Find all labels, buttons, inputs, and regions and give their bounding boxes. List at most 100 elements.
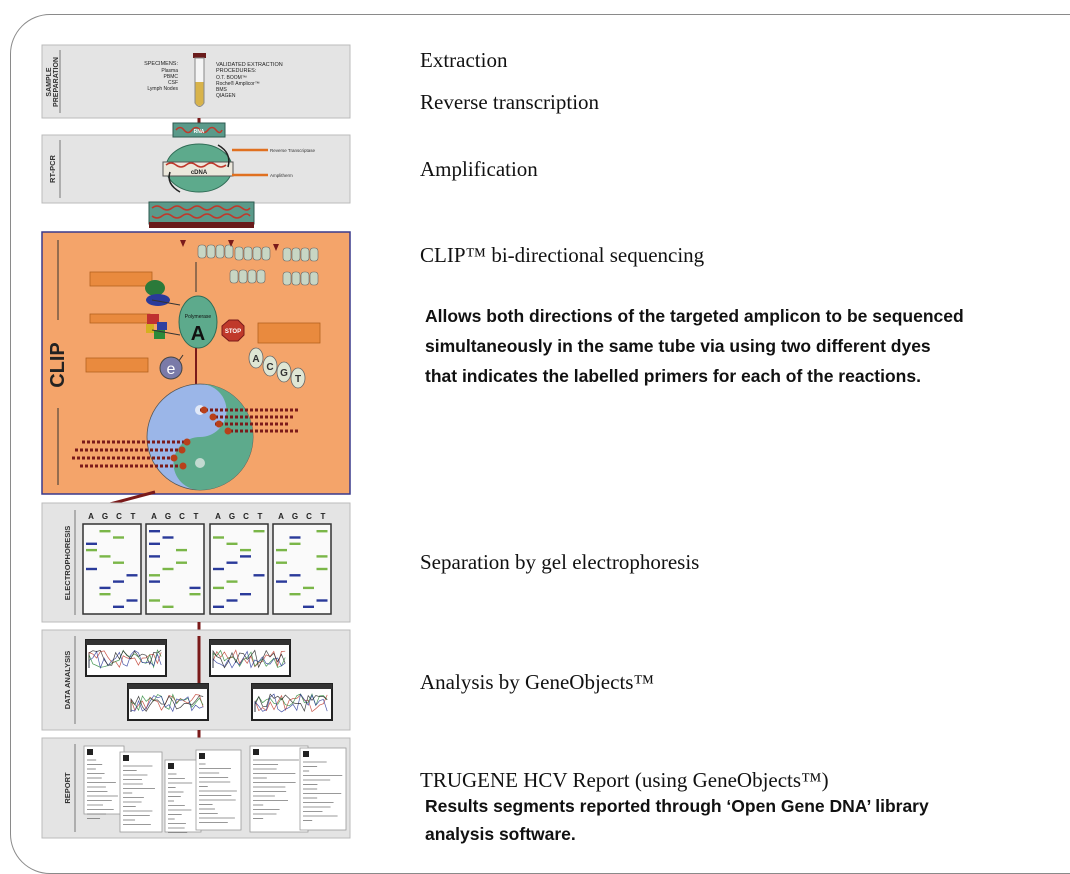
gel-band [316,555,328,558]
chromatogram-trace [130,695,204,712]
specimen-plasma: Plasma [161,68,178,74]
section-label-rtpcr: RT-PCR [48,154,57,183]
procedure-qiagen: QIAGEN [216,93,236,99]
svg-text:C: C [266,362,273,373]
report-page [195,749,242,831]
gel-band [226,542,238,545]
step-extraction: Extraction [420,48,508,72]
report-page [249,745,309,833]
report-page [164,759,202,833]
dye-e-icon: e [159,356,183,380]
report-description-line-2: analysis software. [425,824,576,844]
section-label-sample: SAMPLE [46,67,53,97]
gel-band [240,548,251,552]
gel-band [226,580,238,583]
step-report: TRUGENE HCV Report (using GeneObjects™) [420,768,829,792]
gel-band [162,567,174,571]
clip-description-line-1: Allows both directions of the targeted a… [425,306,964,326]
svg-text:A: A [252,354,259,365]
gel-band [86,548,97,552]
gel-lane-letter: A [278,512,284,521]
gel-band [86,542,97,545]
section-label-preparation: PREPARATION [53,57,60,107]
dye-label-box [85,357,149,373]
chromatogram-trace [212,649,286,669]
gel-band [149,580,160,583]
gel-band [316,599,328,602]
gel-lane-letter: T [131,512,136,521]
sequence-fragments [72,408,300,468]
gel-band [289,593,301,596]
gel-band [276,561,287,564]
amplitherm-label: Amplitherm [270,173,293,178]
chromatogram-trace [212,649,286,668]
gel-band [113,580,124,583]
chromatogram-trace [130,695,204,713]
step-clip-sequencing: CLIP™ bi-directional sequencing [420,243,705,267]
gel-band [240,555,251,558]
rna-strand: RNA [172,122,226,138]
section-label-clip: CLIP [47,342,69,388]
gel-lane-letter: G [292,512,298,521]
rna-label: RNA [194,129,205,135]
gel-lane-letter: A [88,512,94,521]
step-reverse-transcription: Reverse transcription [420,90,600,114]
gel-band [303,605,314,608]
gel-lane-letter: A [215,512,221,521]
gel-lane-letter: A [151,512,157,521]
procedures-title-2: PROCEDURES: [216,68,257,74]
reverse-transcriptase-label: Reverse Transcriptase [270,148,316,153]
gel-band [149,574,160,577]
cdna-strand: cDNA [162,161,234,177]
gel-band [113,561,124,564]
stop-label: STOP [225,329,241,335]
report-page [119,751,163,833]
chromatogram-screen [209,639,291,677]
termination-label-box [257,322,321,344]
gel-band [113,605,124,608]
clip-description-line-2: simultaneously in the same tube via usin… [425,336,931,356]
gel-band [126,599,138,602]
gel-band [253,574,265,577]
procedures-title-1: VALIDATED EXTRACTION [216,62,283,68]
gel-lane-letter: C [179,512,185,521]
nucleotide-icons [145,280,170,339]
gel-band [176,561,187,564]
gel-band [303,586,314,590]
nucleotide-a-label: A [191,323,205,345]
rt-pcr-panel: RT-PCR RNA cDNA Reverse Transcriptase Am… [41,122,351,204]
procedure-boom: O.T. BOOM™ [216,75,247,81]
stop-sign-icon: STOP [221,319,245,342]
report-panel: REPORT [41,737,351,839]
gel-band [316,530,328,533]
gel-band [113,536,124,539]
svg-text:G: G [280,368,288,379]
section-label-data-analysis: DATA ANALYSIS [63,651,72,709]
sample-preparation-panel: SAMPLE PREPARATION SPECIMENS: Plasma PBM… [41,44,351,119]
gel-band [149,530,160,533]
gel-band [316,567,328,571]
chromatogram-screen [127,683,209,721]
cdna-label: cDNA [191,170,208,176]
clip-panel: CLIP [41,231,351,495]
chromatogram-trace [88,649,162,668]
svg-text:T: T [295,374,301,385]
specimen-lymph-nodes: Lymph Nodes [147,86,178,92]
gel-band [276,580,287,583]
gel-band [289,536,301,539]
gel-band [149,599,160,602]
report-description-line-1: Results segments reported through ‘Open … [425,796,929,816]
gel-band [253,530,265,533]
report-page [299,747,347,831]
gel-band [99,530,111,533]
section-label-electrophoresis: ELECTROPHORESIS [63,526,72,601]
section-label-report: REPORT [63,772,72,804]
test-tube-icon [193,53,206,107]
gel-band [189,593,201,596]
amplicon-bar [148,201,255,228]
gel-band [276,548,287,552]
gel-lane-letter: T [258,512,263,521]
